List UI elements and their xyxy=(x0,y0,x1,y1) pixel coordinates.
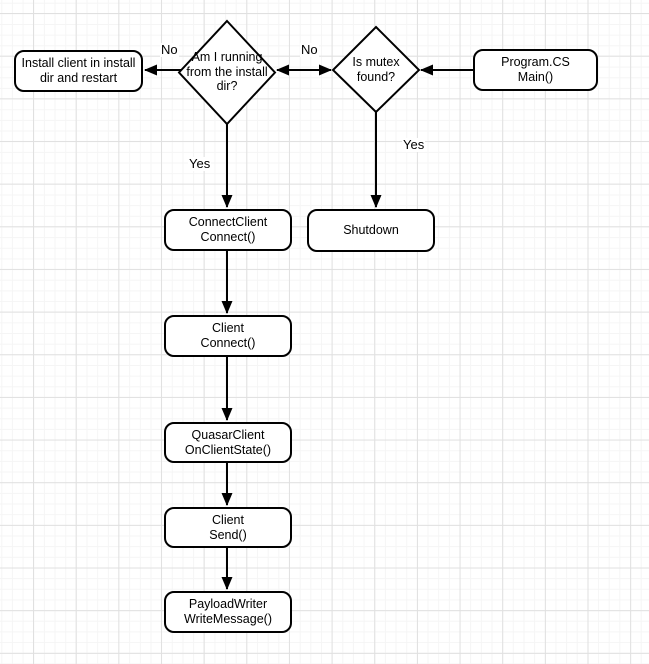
node-client-send[interactable]: Client Send() xyxy=(164,507,292,548)
diamond-label-line: Am I running xyxy=(191,50,263,64)
node-label-line: Install client in install xyxy=(21,56,136,70)
node-label-line: Connect() xyxy=(200,336,256,350)
edge-label-mutex-yes[interactable]: Yes xyxy=(402,137,426,152)
node-label-line: PayloadWriter xyxy=(188,597,268,611)
node-label-line: Shutdown xyxy=(343,223,399,237)
diamond-label-line: Is mutex xyxy=(352,55,400,69)
node-label-line: QuasarClient xyxy=(191,427,265,442)
node-label-line: Client xyxy=(212,512,244,527)
node-label-line: Client xyxy=(212,321,244,335)
node-label-line: Program.CS xyxy=(501,55,570,69)
node-program-cs-main[interactable]: Program.CS Main() xyxy=(473,49,598,91)
node-label-line: Send() xyxy=(209,527,247,542)
diamond-am-i-running-label[interactable]: Am I running from the install dir? xyxy=(167,50,287,94)
node-label-line: OnClientState() xyxy=(184,442,272,457)
node-connectclient-connect[interactable]: ConnectClient Connect() xyxy=(164,209,292,251)
edge-label-mutex-no[interactable]: No xyxy=(300,42,319,57)
diamond-label-line: found? xyxy=(356,69,396,84)
diamond-label-line: dir? xyxy=(216,79,238,93)
node-label-line: ConnectClient xyxy=(188,215,268,229)
node-label-line: Connect() xyxy=(200,230,256,244)
node-payloadwriter-writemessage[interactable]: PayloadWriter WriteMessage() xyxy=(164,591,292,633)
edge-label-running-yes[interactable]: Yes xyxy=(188,156,212,171)
node-label-line: dir and restart xyxy=(39,71,118,85)
diamond-is-mutex-found[interactable] xyxy=(331,25,421,114)
diamond-label-line: from the install xyxy=(186,64,268,79)
node-label-line: Main() xyxy=(517,70,554,84)
node-client-connect[interactable]: Client Connect() xyxy=(164,315,292,357)
node-shutdown[interactable]: Shutdown xyxy=(307,209,435,252)
node-install-client-restart[interactable]: Install client in install dir and restar… xyxy=(14,50,143,92)
diamond-am-i-running[interactable] xyxy=(177,19,277,126)
node-quasarclient-onclientstate[interactable]: QuasarClient OnClientState() xyxy=(164,422,292,463)
edge-label-running-no[interactable]: No xyxy=(160,42,179,57)
node-label-line: WriteMessage() xyxy=(184,612,272,626)
diamond-is-mutex-found-label[interactable]: Is mutex found? xyxy=(331,55,421,84)
